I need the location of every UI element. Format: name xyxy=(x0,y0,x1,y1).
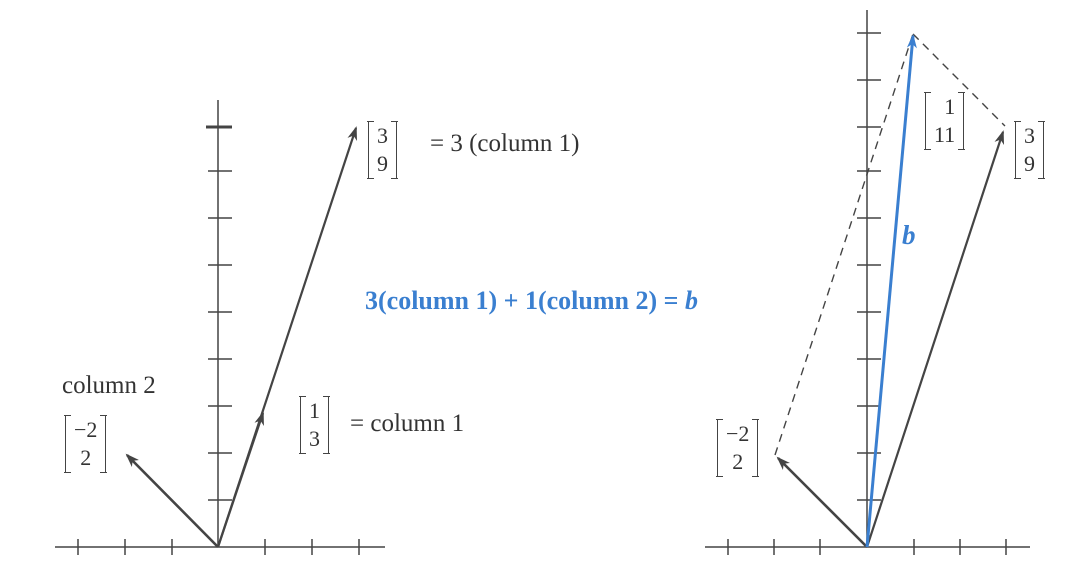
caption-column1: = column 1 xyxy=(350,410,465,437)
matrix-3-9-right: 3 9 xyxy=(1014,121,1045,179)
matrix-entry: 2 xyxy=(80,445,92,470)
dashed-edge-top xyxy=(912,33,1006,127)
linear-combination-equation: 3(column 1) + 1(column 2) = b xyxy=(365,288,698,314)
matrix-entry: 9 xyxy=(377,151,388,176)
matrix-entry: 1 xyxy=(944,94,956,119)
matrix-3-9-left: 3 9 xyxy=(367,121,398,179)
matrix-entry: −2 xyxy=(726,421,750,446)
right-axes xyxy=(705,10,1030,555)
vector-b-label: b xyxy=(902,220,916,250)
matrix-entry: 11 xyxy=(934,122,956,147)
right-vectors xyxy=(776,34,1005,548)
vector-column2 xyxy=(125,453,219,548)
label-column2: column 2 xyxy=(62,372,156,399)
matrix-neg2-2-left: −2 2 xyxy=(64,415,108,473)
vector-column1 xyxy=(216,411,265,548)
matrix-entry: 1 xyxy=(309,398,320,423)
matrix-entry: 2 xyxy=(732,449,744,474)
matrix-entry: 3 xyxy=(377,123,388,148)
left-vectors xyxy=(125,126,358,548)
matrix-entry: 3 xyxy=(309,426,320,451)
vector-column2-right xyxy=(776,456,868,548)
matrix-1-11: 1 11 xyxy=(924,92,965,150)
vector-3-column1-right xyxy=(865,130,1005,548)
matrix-neg2-2-right: −2 2 xyxy=(716,419,760,477)
matrix-entry: 3 xyxy=(1024,123,1035,148)
vector-b xyxy=(865,34,917,548)
caption-3-column1: = 3 (column 1) xyxy=(430,130,580,157)
matrix-entry: 9 xyxy=(1024,151,1035,176)
matrix-entry: −2 xyxy=(74,417,98,442)
equation-variable-b: b xyxy=(684,286,698,315)
equation-text: 3(column 1) + 1(column 2) = xyxy=(365,286,685,315)
parallelogram-edges xyxy=(774,33,1006,456)
left-axes xyxy=(55,100,385,555)
dashed-edge-left xyxy=(774,33,914,456)
matrix-1-3: 1 3 xyxy=(299,396,330,454)
